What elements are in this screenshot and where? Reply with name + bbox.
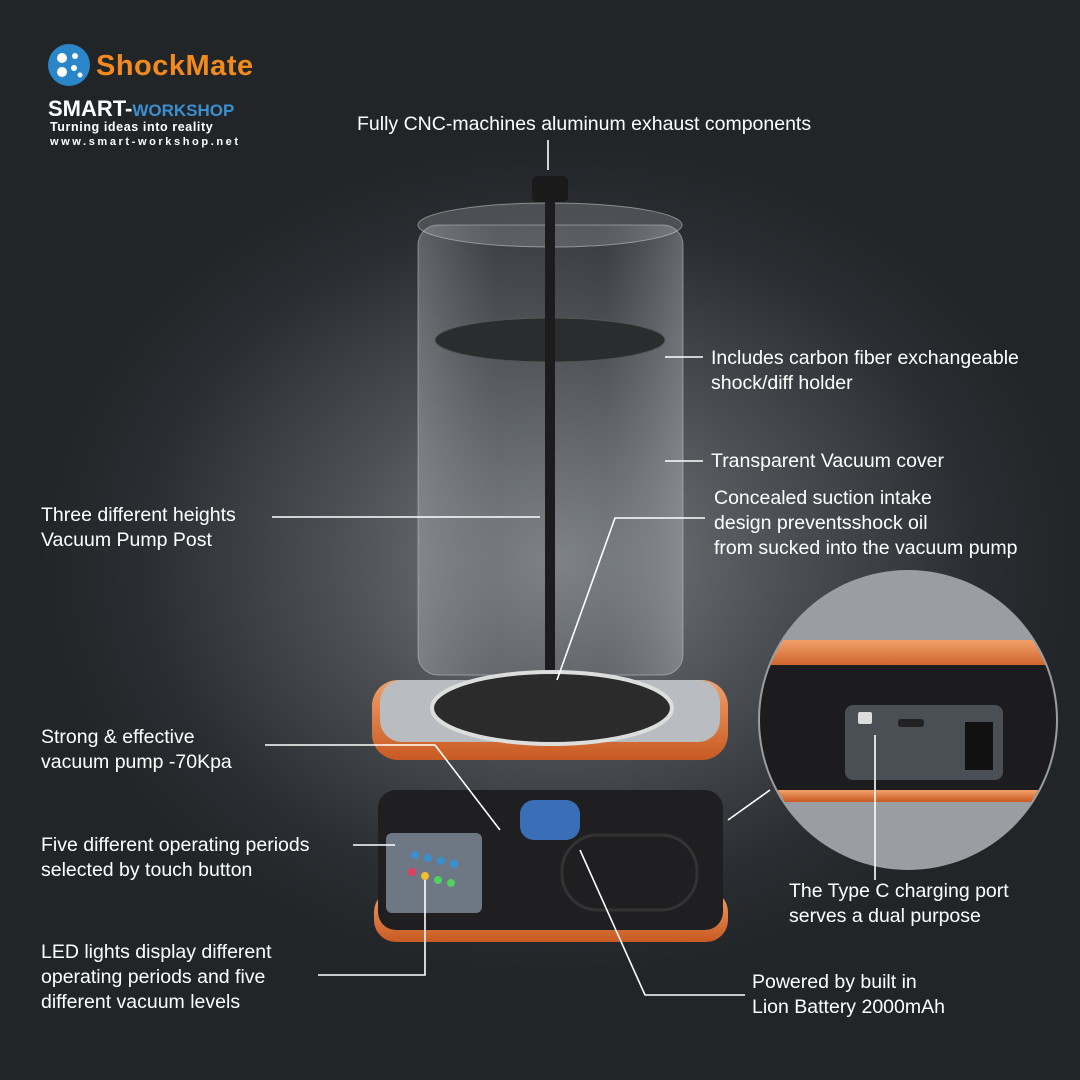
pump-body (374, 790, 728, 942)
callout-cover: Transparent Vacuum cover (711, 450, 945, 472)
leader-lines (265, 140, 876, 996)
website: www.smart-workshop.net (50, 136, 241, 148)
charging-port-detail (758, 570, 1058, 870)
shockmate-logo-icon (48, 44, 90, 86)
brand-name: ShockMate (96, 50, 254, 82)
base-plate (372, 670, 728, 760)
company-name: SMART-WORKSHOP (48, 96, 235, 121)
callout-exhaust: Fully CNC-machines aluminum exhaust comp… (357, 113, 812, 135)
vacuum-cover (417, 176, 684, 710)
tagline: Turning ideas into reality (50, 120, 214, 134)
